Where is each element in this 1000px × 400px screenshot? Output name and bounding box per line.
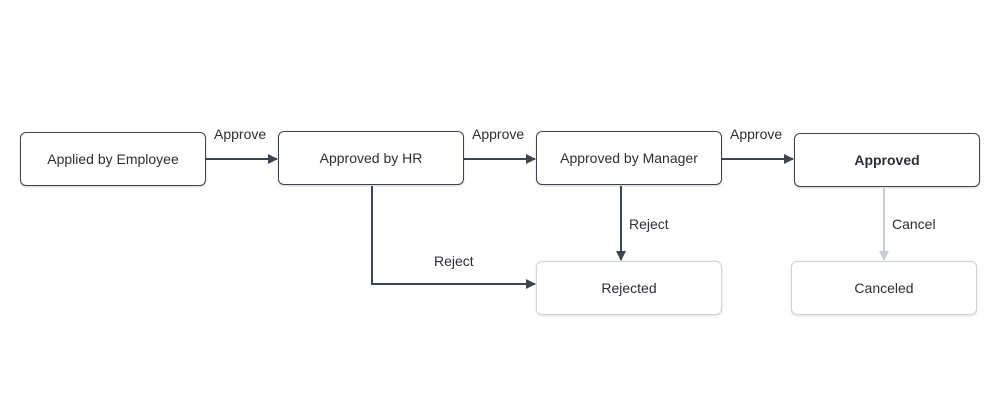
node-label: Canceled	[854, 280, 914, 296]
edge-label-reject: Reject	[629, 216, 669, 232]
node-label: Applied by Employee	[47, 151, 179, 167]
node-canceled[interactable]: Canceled	[791, 261, 977, 315]
node-rejected[interactable]: Rejected	[536, 261, 722, 315]
edge-label-reject: Reject	[434, 253, 474, 269]
node-applied-by-employee[interactable]: Applied by Employee	[20, 132, 206, 186]
edge-label-approve: Approve	[472, 126, 525, 142]
edge-label-approve: Approve	[214, 126, 267, 142]
node-label: Approved	[854, 152, 920, 168]
node-label: Approved by HR	[319, 150, 423, 166]
node-label: Rejected	[601, 280, 657, 296]
node-approved-by-hr[interactable]: Approved by HR	[278, 131, 464, 185]
node-label: Approved by Manager	[560, 150, 698, 166]
node-approved-by-manager[interactable]: Approved by Manager	[536, 131, 722, 185]
node-approved[interactable]: Approved	[794, 133, 980, 187]
edge-label-approve: Approve	[730, 126, 783, 142]
edge-reject-hr-to-rejected	[371, 186, 536, 289]
edge-label-cancel: Cancel	[892, 216, 936, 232]
